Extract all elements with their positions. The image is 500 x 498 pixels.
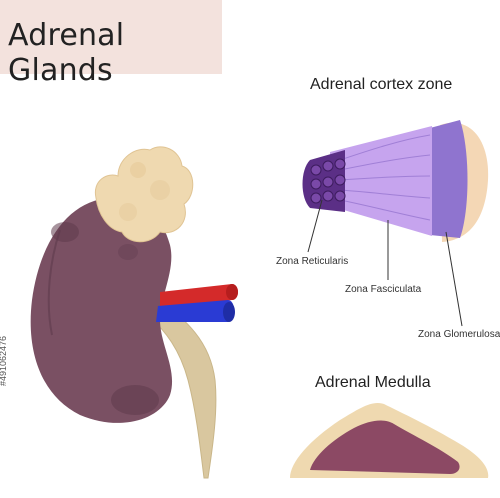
- kidney-spot-center: [118, 244, 138, 260]
- gland-bump-1: [130, 162, 146, 178]
- kidney-spot-top: [51, 222, 79, 242]
- adrenal-gland: [94, 146, 194, 243]
- medulla-title: Adrenal Medulla: [315, 374, 431, 391]
- medulla-inner: [310, 420, 460, 474]
- stock-id: #491062476: [0, 335, 8, 386]
- gland-bump-2: [150, 180, 170, 200]
- renal-vein: [156, 300, 234, 322]
- label-zona-glomerulosa: Zona Glomerulosa: [418, 329, 500, 340]
- zona-fasciculata: [330, 126, 432, 236]
- leader-reticularis: [307, 199, 323, 253]
- reticularis-cells: [310, 158, 346, 204]
- kidney-spot-bottom: [111, 385, 159, 415]
- title-box: Adrenal Glands: [0, 0, 222, 88]
- renal-artery: [160, 284, 238, 308]
- zona-glomerulosa: [430, 120, 468, 238]
- fasciculata-lines: [339, 134, 431, 221]
- kidney: [30, 197, 173, 423]
- ureter: [149, 299, 217, 479]
- label-zona-fasciculata: Zona Fasciculata: [345, 284, 422, 295]
- artery-end: [226, 284, 238, 300]
- vein-end: [223, 302, 235, 322]
- label-zona-reticularis: Zona Reticularis: [276, 256, 349, 267]
- leader-glomerulosa: [445, 231, 463, 327]
- gland-bump-3: [119, 203, 137, 221]
- cortex-zone-title: Adrenal cortex zone: [310, 76, 453, 93]
- page-title: Adrenal Glands: [8, 18, 125, 88]
